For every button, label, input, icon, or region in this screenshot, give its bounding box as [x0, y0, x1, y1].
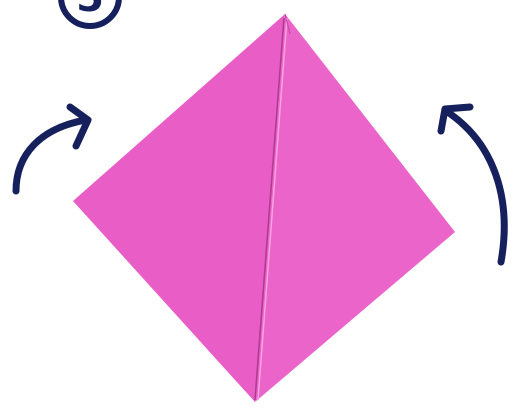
paper-left-panel [73, 14, 285, 402]
step-number: 5 [76, 0, 104, 21]
step-badge: 5 [61, 0, 119, 26]
curved-arrow-up-left-icon [441, 107, 504, 262]
curved-arrow-up-right-icon [16, 107, 88, 191]
folded-paper [73, 14, 455, 402]
paper-right-panel [255, 14, 455, 402]
